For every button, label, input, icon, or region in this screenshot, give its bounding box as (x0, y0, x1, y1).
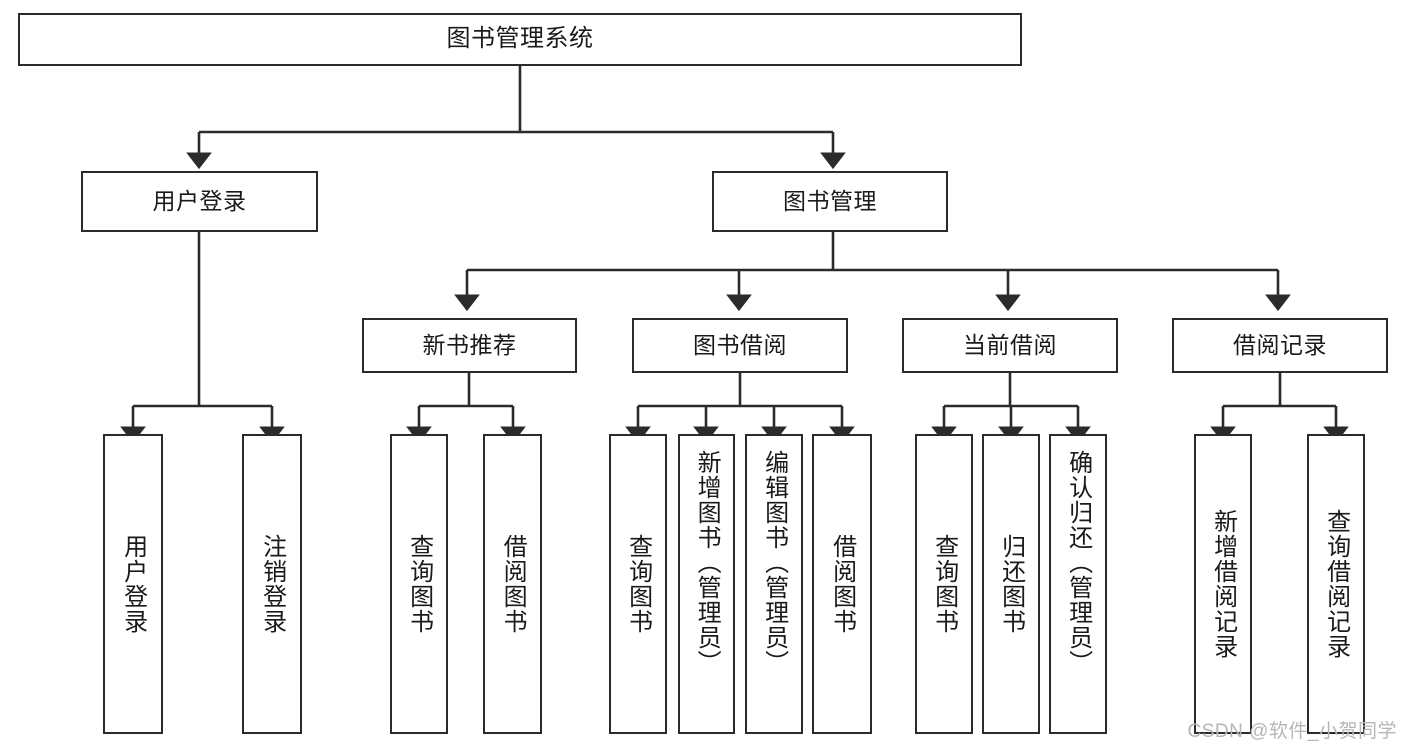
node-leaf-user-logout-label: 注销登录 (258, 534, 286, 634)
node-current-borrow-label: 当前借阅 (963, 331, 1057, 358)
node-leaf-user-logout[interactable]: 注销登录 (242, 434, 302, 734)
node-leaf-borrow-book-1[interactable]: 借阅图书 (483, 434, 542, 734)
node-user-login[interactable]: 用户登录 (81, 171, 318, 232)
node-leaf-add-record-label: 新增借阅记录 (1209, 509, 1237, 659)
node-root-label: 图书管理系统 (446, 25, 594, 53)
csdn-watermark: CSDN @软件_小贺同学 (1187, 721, 1397, 742)
node-leaf-add-book-label: 新增图书（管理员） (693, 450, 721, 675)
node-borrow-record[interactable]: 借阅记录 (1172, 318, 1388, 373)
node-leaf-borrow-book-2-label: 借阅图书 (828, 534, 856, 634)
node-leaf-confirm-return-label: 确认归还（管理员） (1064, 450, 1092, 675)
node-leaf-query-book-1[interactable]: 查询图书 (390, 434, 448, 734)
node-leaf-query-record-label: 查询借阅记录 (1322, 509, 1350, 659)
node-leaf-confirm-return[interactable]: 确认归还（管理员） (1049, 434, 1107, 734)
node-borrow-record-label: 借阅记录 (1233, 331, 1327, 358)
node-current-borrow[interactable]: 当前借阅 (902, 318, 1118, 373)
node-leaf-return-book[interactable]: 归还图书 (982, 434, 1040, 734)
node-book-manage[interactable]: 图书管理 (712, 171, 948, 232)
node-leaf-user-login[interactable]: 用户登录 (103, 434, 163, 734)
node-book-borrow[interactable]: 图书借阅 (632, 318, 848, 373)
node-root[interactable]: 图书管理系统 (18, 13, 1022, 66)
node-leaf-borrow-book-2[interactable]: 借阅图书 (812, 434, 872, 734)
node-book-manage-label: 图书管理 (783, 187, 877, 214)
node-leaf-query-book-3[interactable]: 查询图书 (915, 434, 973, 734)
node-leaf-edit-book[interactable]: 编辑图书（管理员） (745, 434, 803, 734)
node-new-book-rec[interactable]: 新书推荐 (362, 318, 577, 373)
node-leaf-user-login-label: 用户登录 (119, 534, 147, 634)
node-leaf-return-book-label: 归还图书 (997, 534, 1025, 634)
node-leaf-borrow-book-1-label: 借阅图书 (499, 534, 527, 634)
node-book-borrow-label: 图书借阅 (693, 331, 787, 358)
node-leaf-edit-book-label: 编辑图书（管理员） (760, 450, 788, 675)
node-leaf-query-book-2-label: 查询图书 (624, 534, 652, 634)
node-leaf-query-book-3-label: 查询图书 (930, 534, 958, 634)
node-leaf-add-record[interactable]: 新增借阅记录 (1194, 434, 1252, 734)
node-leaf-query-record[interactable]: 查询借阅记录 (1307, 434, 1365, 734)
node-leaf-add-book[interactable]: 新增图书（管理员） (678, 434, 735, 734)
node-leaf-query-book-1-label: 查询图书 (405, 534, 433, 634)
node-user-login-label: 用户登录 (152, 187, 247, 214)
node-new-book-rec-label: 新书推荐 (422, 331, 517, 358)
node-leaf-query-book-2[interactable]: 查询图书 (609, 434, 667, 734)
